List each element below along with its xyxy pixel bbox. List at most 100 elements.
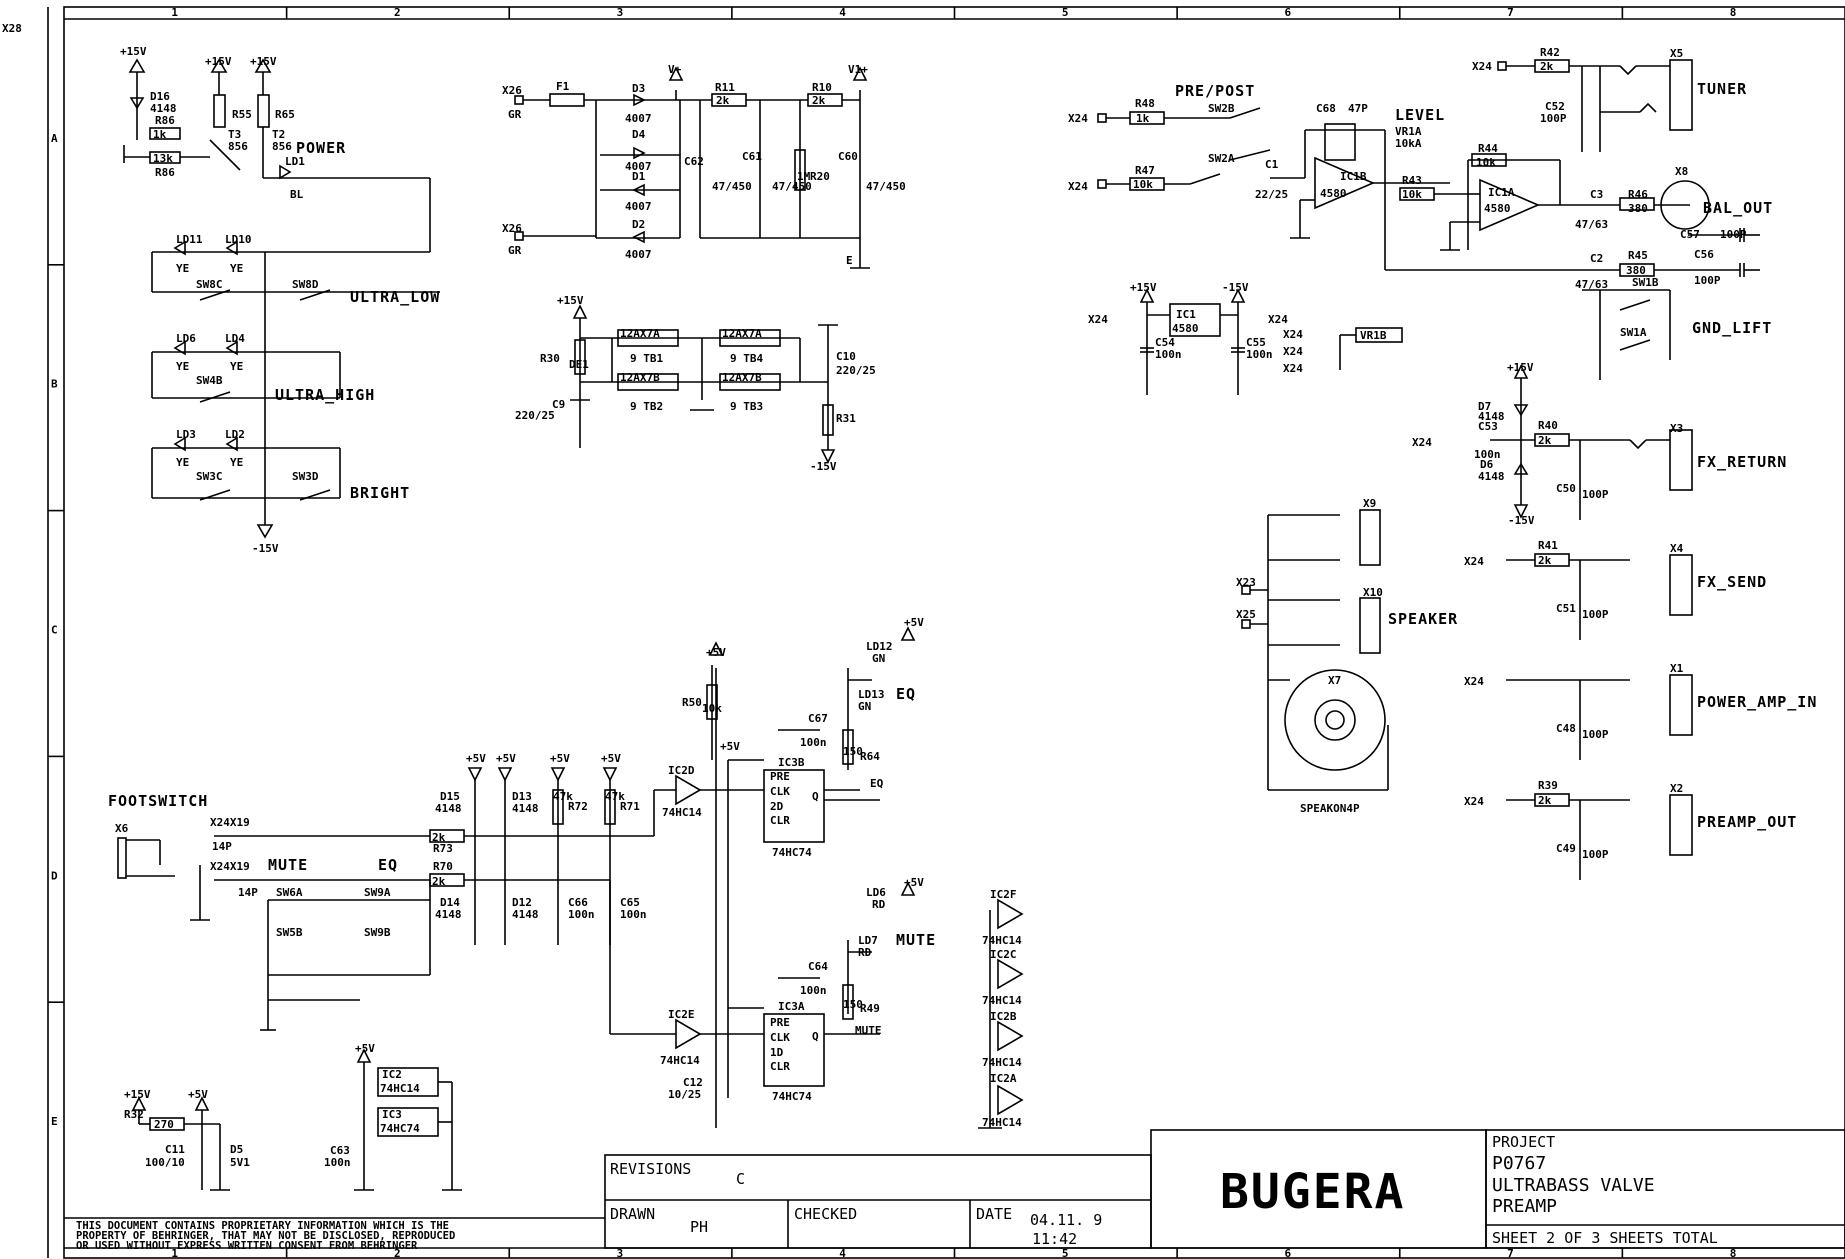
label-r42-value: 2k [1540, 60, 1554, 73]
label-c61-value: 47/450 [772, 180, 812, 193]
label-c50-value: 100P [1582, 488, 1609, 501]
label-c61: C61 [742, 150, 762, 163]
ic1-power-block [1139, 288, 1403, 395]
drawn-label: DRAWN [610, 1205, 655, 1223]
label-c12-value: 10/25 [668, 1088, 701, 1101]
label-c52: C52 [1545, 100, 1565, 113]
label-ld1-color: BL [290, 188, 304, 201]
time-value: 11:42 [1032, 1230, 1077, 1248]
label-ultra-high: ULTRA_HIGH [275, 386, 375, 404]
label-gr-a: GR [508, 108, 522, 121]
label-d15: D15 [440, 790, 460, 803]
frame-column-6-top: 6 [1284, 6, 1291, 19]
label-d2: D2 [632, 218, 645, 231]
label-r40-value: 2k [1538, 434, 1552, 447]
label-ic1a: IC1A [1488, 186, 1515, 199]
label-v1plus: V1+ [848, 63, 868, 76]
label-r86b-value: 13k [153, 152, 173, 165]
label-ic1a-value: 4580 [1484, 202, 1511, 215]
output-block [1097, 59, 1760, 380]
label-x24-ic1-b: X24 [1268, 313, 1288, 326]
label-r86b: R86 [155, 166, 175, 179]
label-e: E [846, 254, 853, 267]
label-c67: C67 [808, 712, 828, 725]
label-d12: D12 [512, 896, 532, 909]
title-block [64, 1129, 1845, 1249]
label-c9: C9 [552, 398, 565, 411]
label-p5-d: +5V [601, 752, 621, 765]
frame-column-1-top: 1 [171, 6, 178, 19]
label-vr1b: VR1B [1360, 329, 1387, 342]
revision-value: C [736, 1170, 745, 1188]
label-c53-value: 100n [1474, 448, 1501, 461]
frame-column-4-bottom: 4 [839, 1247, 846, 1259]
label-c64: C64 [808, 960, 828, 973]
label-ld1: LD1 [285, 155, 305, 168]
label-ic3a: IC3A [778, 1000, 805, 1013]
label-bal-out: BAL_OUT [1703, 199, 1773, 217]
label-r43: R43 [1402, 174, 1422, 187]
label-sw9b: SW9B [364, 926, 391, 939]
label-ic3a-value: 74HC74 [772, 1090, 812, 1103]
label-ld10: LD10 [225, 233, 252, 246]
label-x25: X25 [1236, 608, 1256, 621]
label-c9-value: 220/25 [515, 409, 555, 422]
label-p5-b: +5V [496, 752, 516, 765]
frame-column-8-bottom: 8 [1730, 1247, 1737, 1259]
label-c65-value: 100n [620, 908, 647, 921]
label-sw5b: SW5B [276, 926, 303, 939]
label-d12-value: 4148 [512, 908, 539, 921]
label-c56-value: 100P [1694, 274, 1721, 287]
label-p15-c: +15V [250, 55, 277, 68]
label-ic2d-value: 74HC14 [662, 806, 702, 819]
label-r30: R30 [540, 352, 560, 365]
label-c48-value: 100P [1582, 728, 1609, 741]
label-x24-ic1-a: X24 [1088, 313, 1108, 326]
frame-row-A: A [51, 132, 58, 145]
label-c52-value: 100P [1540, 112, 1567, 125]
label-x10: X10 [1363, 586, 1383, 599]
label-tb2: 9 TB2 [630, 400, 663, 413]
frame-column-8-top: 8 [1730, 6, 1737, 19]
label-sw6a: SW6A [276, 886, 303, 899]
label-ld11: LD11 [176, 233, 203, 246]
label-c62-value: 47/450 [712, 180, 752, 193]
label-m15-a: -15V [252, 542, 279, 555]
label-tube-12ax7a-1: 12AX7A [620, 327, 660, 340]
notice-line-1: THIS DOCUMENT CONTAINS PROPRIETARY INFOR… [76, 1220, 449, 1232]
label-ic3b-pre: PRE [770, 770, 790, 783]
label-ic2e: IC2E [668, 1008, 695, 1021]
checked-label: CHECKED [794, 1205, 857, 1223]
label-x24-a: X24 [1068, 112, 1088, 125]
frame-column-3-bottom: 3 [617, 1247, 624, 1259]
label-r43-value: 10k [1402, 188, 1422, 201]
label-x9: X9 [1363, 497, 1376, 510]
frame-column-5-top: 5 [1062, 6, 1069, 19]
label-ld6: LD6 [176, 332, 196, 345]
label-d2-value: 4007 [625, 248, 652, 261]
label-ic1b: IC1B [1340, 170, 1367, 183]
label-d3-value: 4007 [625, 112, 652, 125]
frame-row-C: C [51, 624, 58, 637]
label-r64: R64 [860, 750, 880, 763]
label-x24-vr-b: X24 [1283, 345, 1303, 358]
label-sw1a: SW1A [1620, 326, 1647, 339]
label-r20: R20 [810, 170, 830, 183]
label-p5-ic2: +5V [355, 1042, 375, 1055]
label-vr1a-value: 10kA [1395, 137, 1422, 150]
label-ic3a-clr: CLR [770, 1060, 790, 1073]
label-c60-value: 47/450 [866, 180, 906, 193]
label-c48: C48 [1556, 722, 1576, 735]
label-ld3: LD3 [176, 428, 196, 441]
label-r39-value: 2k [1538, 794, 1552, 807]
label-power-amp-in: POWER_AMP_IN [1697, 693, 1817, 711]
label-ic1: IC1 [1176, 308, 1196, 321]
label-d1: D1 [632, 170, 646, 183]
label-c55: C55 [1246, 336, 1266, 349]
label-x8: X8 [1675, 165, 1688, 178]
label-tube-12ax7b-1: 12AX7B [620, 371, 660, 384]
label-mute-led: MUTE [896, 931, 936, 949]
drawn-value: PH [690, 1218, 708, 1236]
label-ic2e-value: 74HC14 [660, 1054, 700, 1067]
label-c1-value: 22/25 [1255, 188, 1288, 201]
